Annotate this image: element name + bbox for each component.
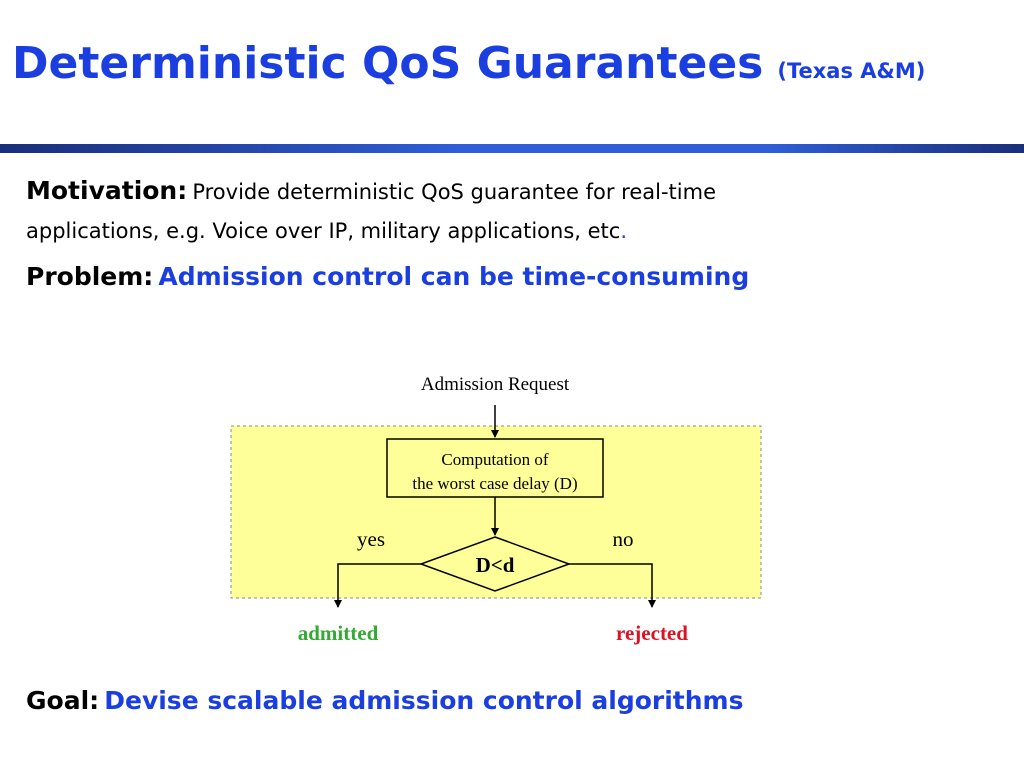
computation-text-2: the worst case delay (D): [412, 474, 577, 493]
title-main: Deterministic QoS Guarantees: [12, 38, 764, 89]
problem-line: Problem: Admission control can be time-c…: [26, 262, 749, 291]
motivation-period: .: [620, 219, 627, 243]
computation-box: [386, 438, 604, 498]
admission-request-label: Admission Request: [421, 374, 570, 395]
goal-text: Devise scalable admission control algori…: [104, 686, 744, 715]
decision-label: D<d: [476, 553, 515, 577]
rejected-label: rejected: [616, 621, 688, 645]
decision-diamond: [418, 536, 572, 592]
computation-text-1: Computation of: [441, 450, 549, 469]
yes-label: yes: [357, 527, 385, 551]
yes-branch-arrow: [334, 563, 421, 608]
admitted-label: admitted: [298, 621, 379, 645]
motivation-line: Motivation: Provide deterministic QoS gu…: [26, 176, 716, 205]
motivation-line-2: applications, e.g. Voice over IP, milita…: [26, 219, 627, 243]
motivation-colon: :: [177, 176, 188, 205]
no-branch-arrow: [569, 563, 656, 608]
goal-line: Goal: Devise scalable admission control …: [26, 686, 743, 715]
problem-label: Problem:: [26, 262, 154, 291]
motivation-text-2: applications, e.g. Voice over IP, milita…: [26, 219, 621, 243]
title-divider: [0, 144, 1024, 153]
problem-text: Admission control can be time-consuming: [158, 262, 750, 291]
no-label: no: [613, 527, 634, 551]
motivation-text-1: Provide deterministic QoS guarantee for …: [192, 180, 716, 204]
slide-title: Deterministic QoS Guarantees (Texas A&M): [12, 38, 925, 89]
title-affiliation: (Texas A&M): [777, 59, 926, 83]
motivation-label: Motivation: [26, 176, 178, 205]
goal-label: Goal:: [26, 686, 100, 715]
